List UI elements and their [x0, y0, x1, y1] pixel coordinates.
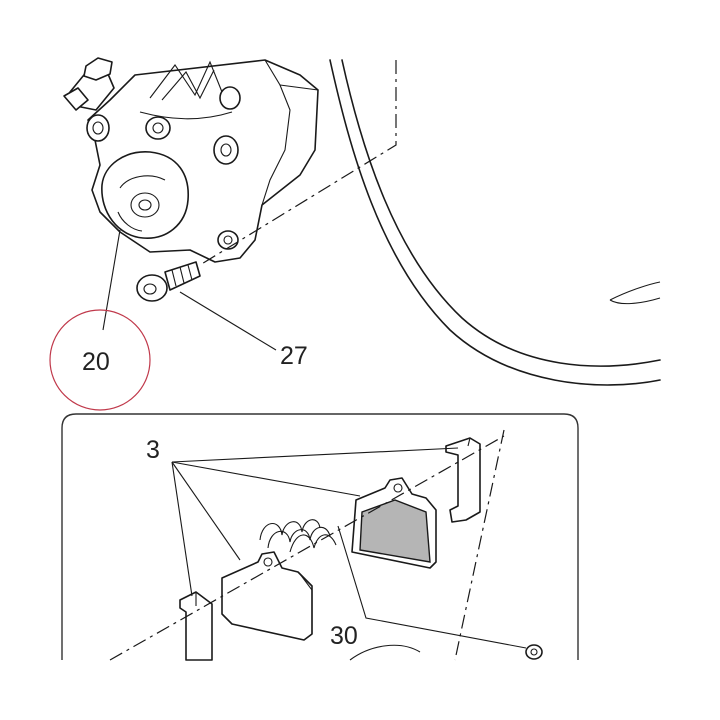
brake-pad-front — [221, 551, 313, 641]
highlight-circle — [49, 309, 151, 411]
detail-panel-border — [61, 413, 579, 660]
callout-3: 3 — [146, 436, 160, 464]
pad-retainer-plate-rear — [445, 437, 481, 523]
caliper-body — [86, 59, 319, 263]
brake-pad-friction-material — [359, 499, 431, 563]
leader-lines-lower — [171, 447, 527, 649]
hub-partial-outline — [349, 644, 421, 661]
brake-disc-outline — [329, 59, 661, 386]
axis-lines-lower — [109, 429, 505, 661]
leader-lines-upper — [102, 229, 277, 351]
callout-30: 30 — [330, 622, 358, 650]
axis-lines-upper — [199, 60, 397, 266]
bleed-valve — [63, 57, 115, 111]
pad-pin — [525, 644, 543, 660]
caliper-bolt — [136, 261, 201, 302]
brake-pad-rear — [351, 477, 437, 569]
callout-20: 20 — [82, 348, 110, 376]
pad-retainer-plate-front — [179, 591, 213, 661]
callout-27: 27 — [280, 342, 308, 370]
anti-rattle-spring — [259, 519, 337, 553]
